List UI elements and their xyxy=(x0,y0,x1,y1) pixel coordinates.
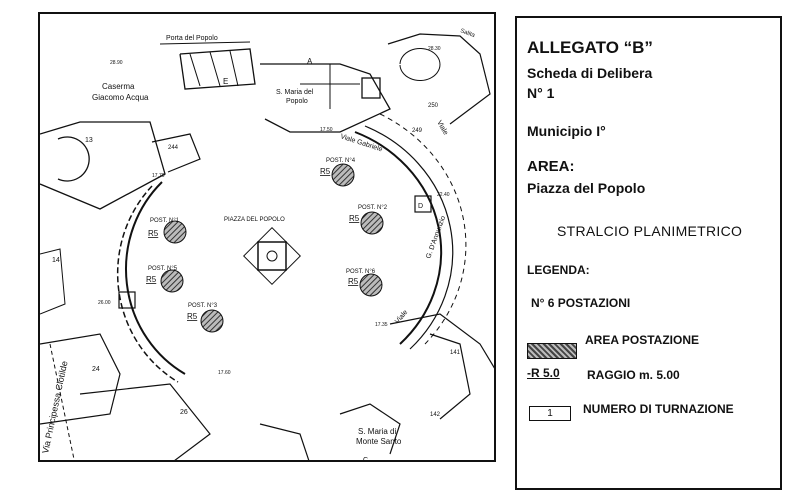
legend-area-label: AREA POSTAZIONE xyxy=(585,333,700,347)
letter-a: A xyxy=(307,57,313,66)
letter-d: D xyxy=(418,203,423,210)
parcel-24: 24 xyxy=(92,366,100,373)
area-value: Piazza del Popolo xyxy=(527,180,646,196)
stralcio-label: STRALCIO PLANIMETRICO xyxy=(557,223,743,239)
smaria-popolo-label-2: Popolo xyxy=(286,98,308,105)
viale-label-top: Viale xyxy=(435,120,449,137)
site-plan-map: POST. N°1 R5 POST. N°2 R5 POST. N°3 R5 P… xyxy=(40,28,494,462)
post-2-radius: R5 xyxy=(349,214,360,223)
post-3-radius: R5 xyxy=(187,312,198,321)
smaria-monte-building xyxy=(339,403,401,455)
post-6-label: POST. N°6 xyxy=(346,269,376,275)
porta-del-popolo-label: Porta del Popolo xyxy=(166,35,218,42)
parcel-250: 250 xyxy=(428,103,439,109)
via-principessa-label: Via Principessa Clotilde xyxy=(40,360,69,454)
letter-e: E xyxy=(223,77,228,86)
letter-c: C xyxy=(363,457,368,462)
post-4-area xyxy=(331,163,355,187)
map-frame: POST. N°1 R5 POST. N°2 R5 POST. N°3 R5 P… xyxy=(38,12,496,462)
right-exedra xyxy=(354,131,443,345)
post-1-radius: R5 xyxy=(148,229,159,238)
legend-panel: ALLEGATO “B” Scheda di Delibera N° 1 Mun… xyxy=(515,16,782,490)
post-5-area xyxy=(160,269,184,293)
porta-del-popolo-gate xyxy=(179,48,256,90)
parcel-26: 26 xyxy=(180,409,188,416)
parcel-13: 13 xyxy=(85,137,93,144)
parcel-141: 141 xyxy=(450,350,461,356)
allegato-title: ALLEGATO “B” xyxy=(527,38,653,57)
caserma-label: Caserma xyxy=(102,82,135,91)
elev-1760: 17.60 xyxy=(218,370,231,376)
post-1-area xyxy=(163,220,187,244)
smaria-popolo-building xyxy=(260,63,391,133)
turn-sample-box: 1 xyxy=(529,406,571,421)
piazza-label: PIAZZA DEL POPOLO xyxy=(224,217,285,223)
parcel-142: 142 xyxy=(430,412,441,418)
elev-1735: 17.35 xyxy=(375,322,388,328)
post-2-area xyxy=(360,211,384,235)
post-1-label: POST. N°1 xyxy=(150,218,180,224)
left-exedra xyxy=(125,181,186,375)
post-3-area xyxy=(200,309,224,333)
viale-label-bottom: Viale xyxy=(394,309,409,325)
radius-sample: -R 5.0 xyxy=(527,366,560,380)
legend-radius-label: RAGGIO m. 5.00 xyxy=(587,368,680,382)
elev-1770: 17.70 xyxy=(152,173,165,179)
municipio-label: Municipio I° xyxy=(527,123,606,139)
scheda-subtitle: Scheda di Delibera xyxy=(527,65,653,81)
post-3-label: POST. N°3 xyxy=(188,303,218,309)
area-label: AREA: xyxy=(527,158,575,175)
area-swatch xyxy=(527,343,577,359)
post-6-area xyxy=(359,273,383,297)
post-4-radius: R5 xyxy=(320,167,331,176)
parcel-249: 249 xyxy=(412,128,423,134)
caserma-label-2: Giacomo Acqua xyxy=(92,93,149,102)
legend-turn-label: NUMERO DI TURNAZIONE xyxy=(583,402,734,416)
elev-2240: 22.40 xyxy=(437,192,450,198)
post-2-label: POST. N°2 xyxy=(358,205,388,211)
parcel-244: 244 xyxy=(168,145,179,151)
post-5-label: POST. N°5 xyxy=(148,266,178,272)
parcel-14: 14 xyxy=(52,257,60,264)
caserma-building xyxy=(40,121,166,210)
smaria-monte-label-2: Monte Santo xyxy=(356,437,402,446)
elev-2890: 28.90 xyxy=(110,60,123,66)
elev-2600: 26.00 xyxy=(98,300,111,306)
smaria-popolo-label: S. Maria del xyxy=(276,89,314,96)
post-4-label: POST. N°4 xyxy=(326,158,356,164)
postazioni-count: N° 6 POSTAZIONI xyxy=(531,296,631,310)
elev-2830: 28.30 xyxy=(428,46,441,52)
legend-label: LEGENDA: xyxy=(527,263,590,277)
central-fountain xyxy=(257,241,287,271)
post-5-radius: R5 xyxy=(146,275,157,284)
salita-label: Salita xyxy=(459,28,476,39)
elev-1750: 17.50 xyxy=(320,127,333,133)
post-6-radius: R5 xyxy=(348,277,359,286)
scheda-number: N° 1 xyxy=(527,85,555,101)
smaria-monte-label: S. Maria di xyxy=(358,427,396,436)
